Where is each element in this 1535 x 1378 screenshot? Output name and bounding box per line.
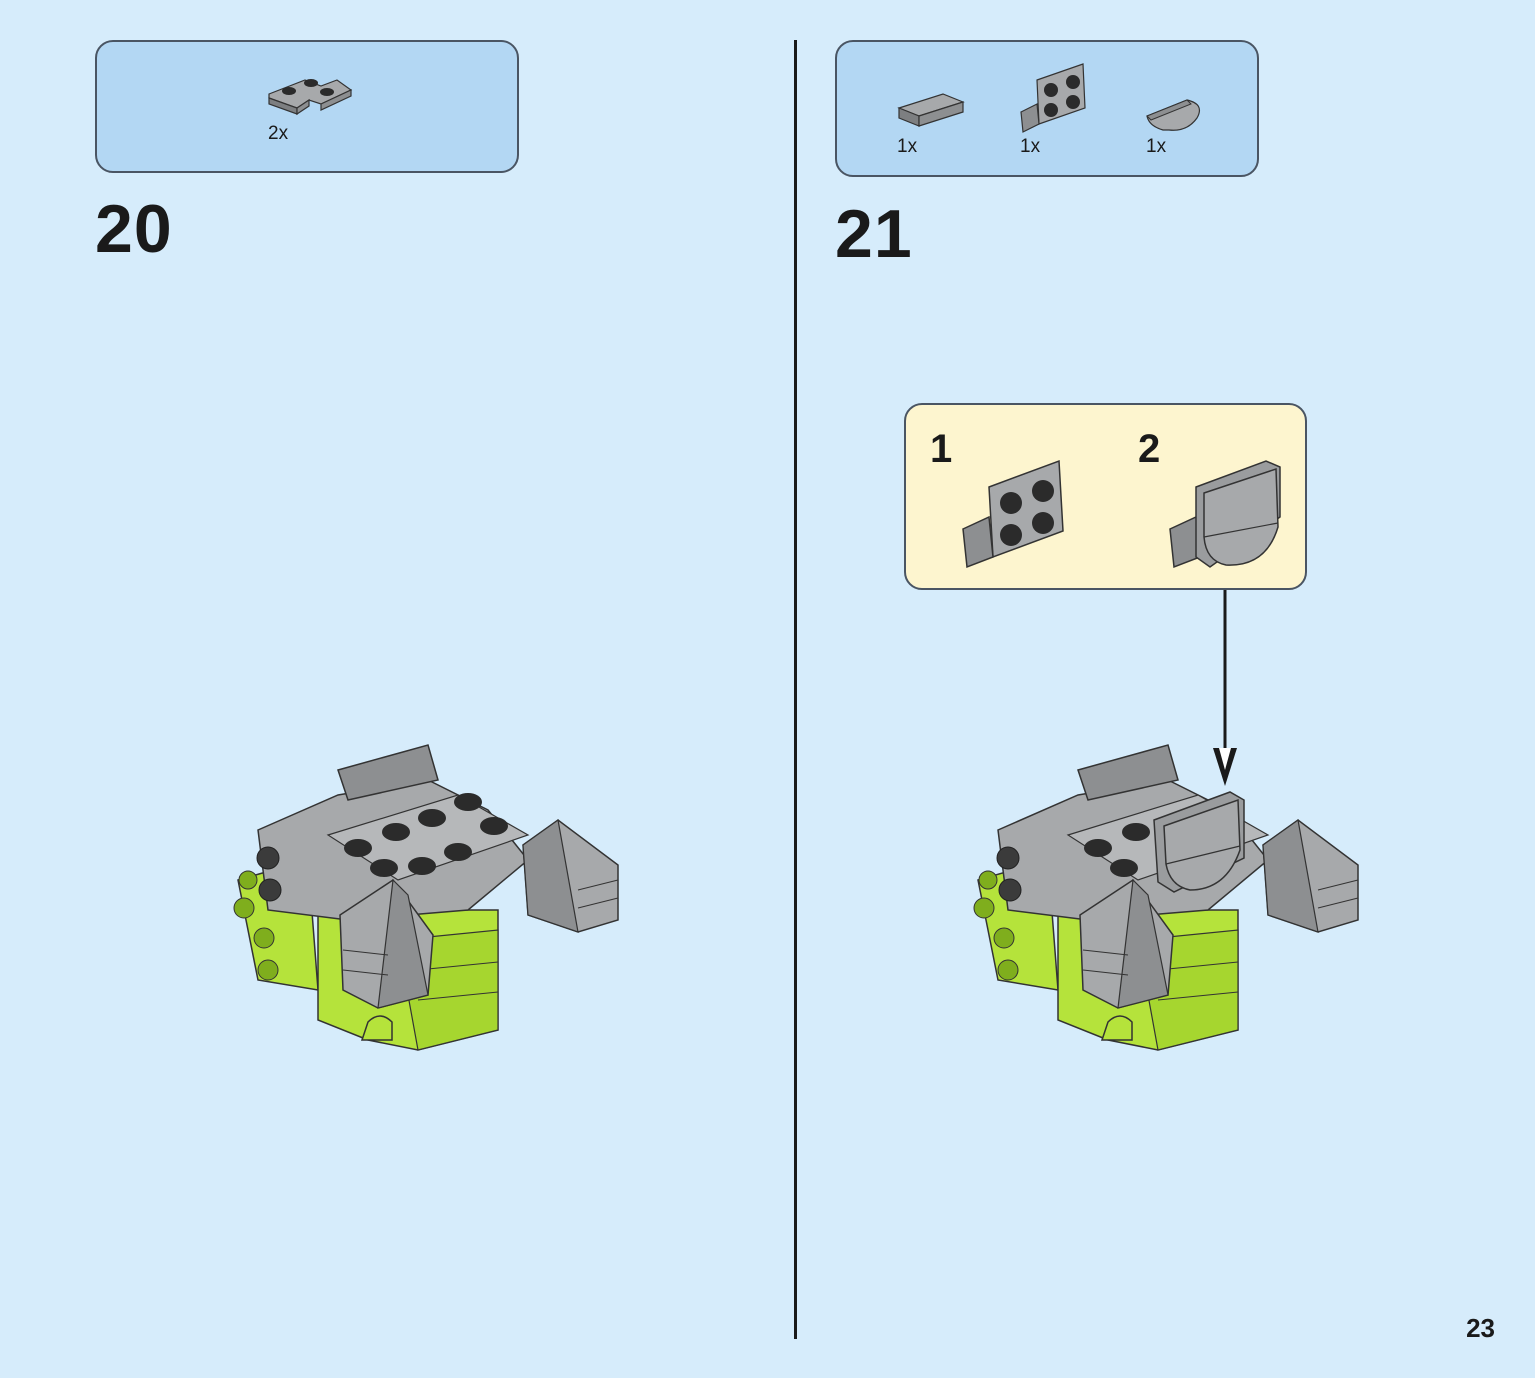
part-quantity: 1x (1020, 136, 1041, 157)
part-quantity: 2x (268, 123, 289, 144)
step-20-parts-box: 2x (95, 40, 519, 173)
part-quantity: 1x (1146, 136, 1167, 157)
assembly-model-step-21 (973, 744, 1359, 1051)
assembly-model-step-20 (233, 744, 619, 1051)
tile-1x2-icon (897, 93, 965, 127)
tile-round-half-icon (1146, 99, 1200, 131)
step-divider (794, 40, 797, 1339)
l-plate-2x2-icon (268, 79, 353, 116)
bracket-1x2-2x2-icon (1020, 63, 1086, 133)
page-number: 23 (1466, 1313, 1495, 1343)
placement-arrow (1213, 590, 1237, 786)
step-21-parts-box: 1x 1x 1x (835, 40, 1259, 177)
substep-number: 2 (1138, 427, 1161, 471)
step-number: 20 (95, 191, 173, 267)
step-number: 21 (835, 196, 913, 272)
part-quantity: 1x (897, 136, 918, 157)
substep-number: 1 (930, 427, 953, 471)
subassembly-callout: 1 2 (904, 403, 1307, 590)
bracket-with-half-tile-icon (1169, 460, 1281, 569)
bracket-1x2-2x2-icon (962, 459, 1064, 569)
